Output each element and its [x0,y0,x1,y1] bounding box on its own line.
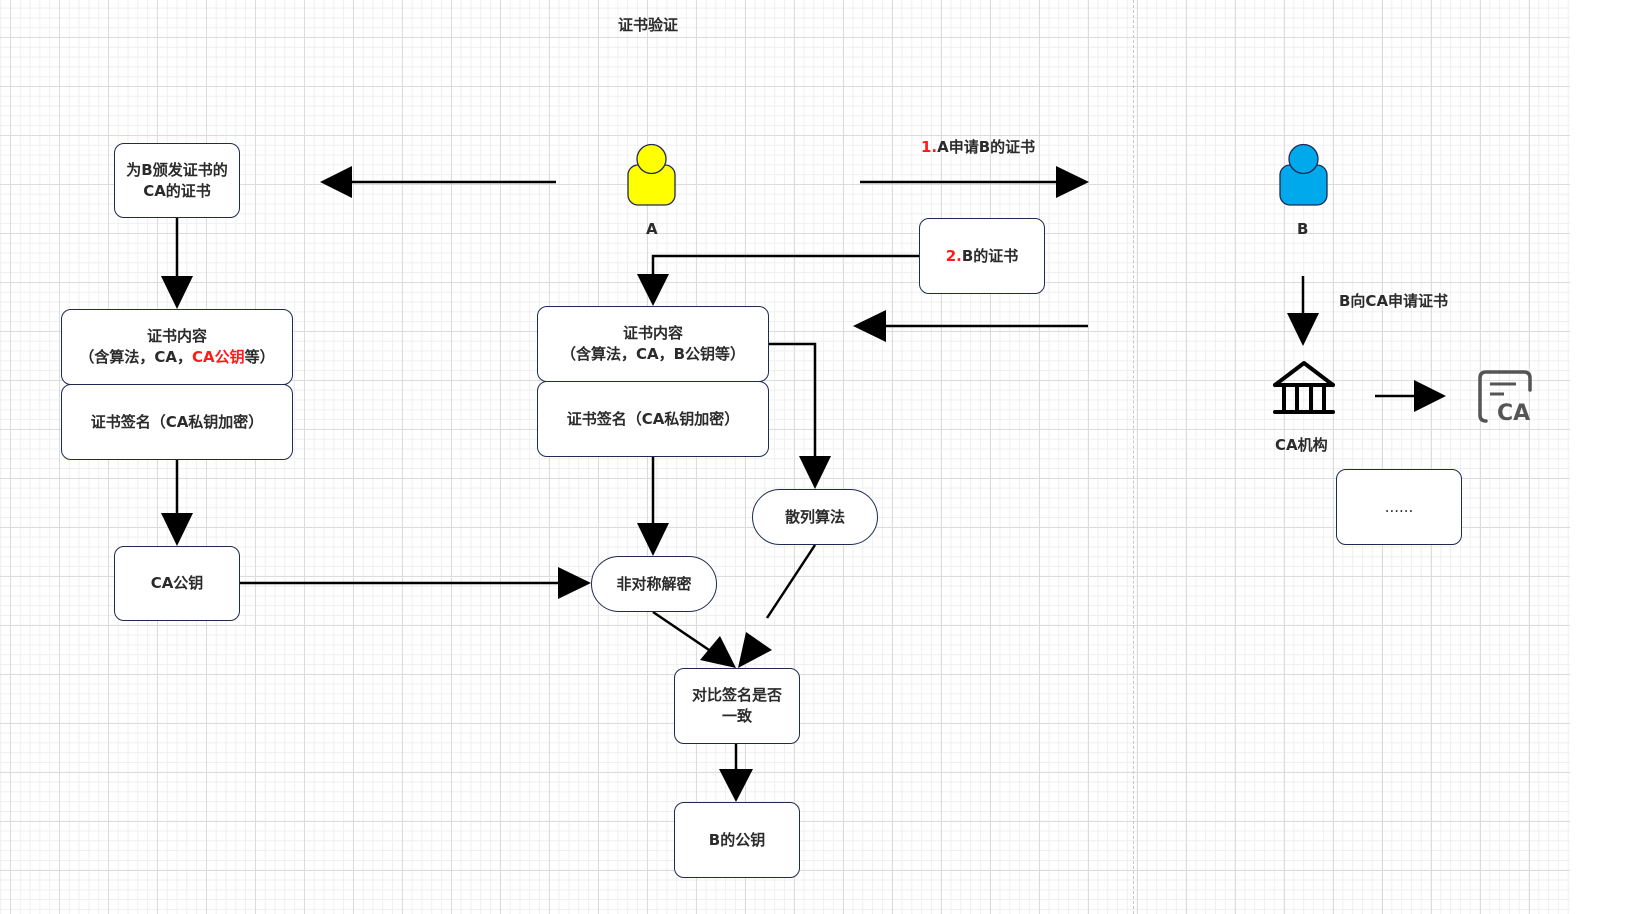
node-text: CA公钥 [150,574,204,592]
page-break-line [1133,0,1134,914]
node-text: 证书签名（CA私钥加密） [90,412,264,431]
arrowhead [320,166,352,198]
node-text: 证书内容 [622,324,683,342]
node-left-cert-signature[interactable]: 证书签名（CA私钥加密） [61,384,293,460]
arrowhead [161,276,193,309]
node-text: 证书签名（CA私钥加密） [566,409,740,428]
step-number: 2. [945,246,962,265]
arrowhead [853,310,886,342]
ca-certificate-icon[interactable]: CA [1476,368,1536,426]
highlight-ca-public-key: CA公钥 [191,348,245,366]
actor-b-user-icon[interactable] [1278,143,1330,207]
step-number: 1. [921,138,938,156]
arrowhead [637,523,669,556]
node-hash-algorithm[interactable]: 散列算法 [752,489,878,545]
ca-icon-text: CA [1497,401,1530,426]
node-text: 一致 [721,707,752,725]
arrowhead [161,513,193,546]
node-b-certificate[interactable]: 2.B的证书 [919,218,1045,294]
arrowhead [558,567,591,599]
arrowhead [738,632,772,668]
diagram-title: 证书验证 [618,16,679,34]
arrowhead [799,456,831,489]
edge-label-b-to-ca: B向CA申请证书 [1339,292,1449,310]
node-left-cert-content[interactable]: 证书内容 （含算法，CA，CA公钥等） [61,309,293,385]
node-ellipsis[interactable]: ...... [1336,469,1462,545]
node-text: CA的证书 [143,181,211,200]
node-text: （含算法，CA，B公钥等） [560,345,746,363]
bank-institution-icon[interactable] [1272,360,1336,414]
node-text: 非对称解密 [616,574,692,593]
arrowhead [637,274,669,306]
ca-institution-label: CA机构 [1275,436,1328,454]
actor-a-user-icon[interactable] [626,143,678,207]
node-text: 散列算法 [784,507,845,526]
node-asymmetric-decrypt[interactable]: 非对称解密 [591,556,717,612]
edge-label-text: A申请B的证书 [937,138,1036,156]
arrowhead [1056,166,1089,198]
arrowhead [1414,380,1446,412]
node-mid-cert-content[interactable]: 证书内容 （含算法，CA，B公钥等） [537,306,769,382]
node-text: ...... [1384,497,1414,516]
arrowhead [700,636,736,668]
node-ca-public-key[interactable]: CA公钥 [114,546,240,621]
node-text: 证书内容 [146,327,207,345]
arrowhead [1287,313,1319,346]
node-text: B的证书 [961,246,1019,265]
arrow-hash-to-compare [765,544,817,619]
actor-a-label: A [646,220,658,238]
node-issuer-ca-cert[interactable]: 为B颁发证书的 CA的证书 [114,143,240,218]
node-text: 等） [244,348,275,366]
node-compare-signature[interactable]: 对比签名是否一致 [674,668,800,744]
node-text: （含算法，CA， [79,348,192,366]
node-text: 对比签名是否 [691,686,782,704]
arrow-content-to-hash [768,342,817,458]
node-text: B的公钥 [708,830,766,849]
node-text: 为B颁发证书的 [126,160,228,179]
edge-label-request: 1.A申请B的证书 [921,136,1035,157]
arrow-b-cert-to-content [651,254,920,276]
actor-b-label: B [1297,220,1309,238]
arrowhead [719,769,753,802]
arrow-decrypt-to-compare [652,610,713,654]
node-b-public-key[interactable]: B的公钥 [674,802,800,878]
node-mid-cert-signature[interactable]: 证书签名（CA私钥加密） [537,381,769,457]
